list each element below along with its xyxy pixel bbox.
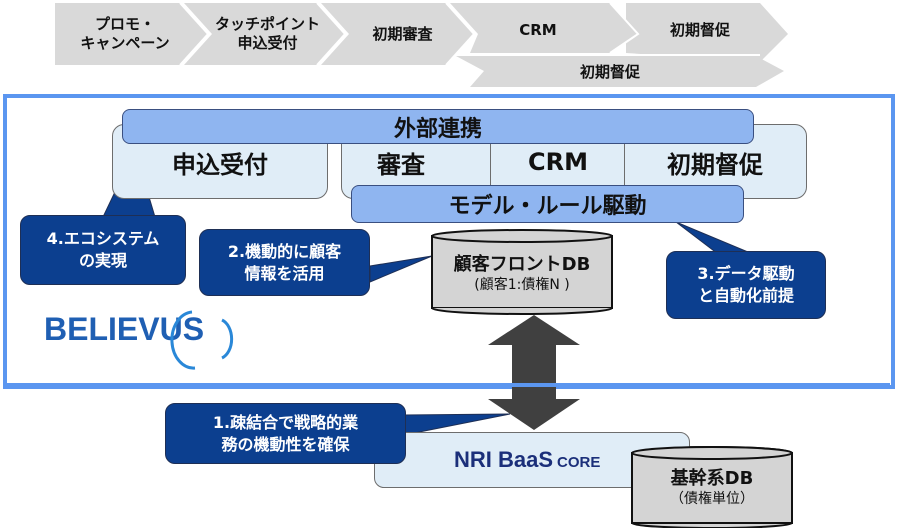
external-integration-bar: 外部連携 bbox=[122, 109, 754, 144]
callout-data-driven: 3.データ駆動 と自動化前提 bbox=[666, 251, 826, 319]
step-initial-dunning-lower: 初期督促 bbox=[579, 62, 640, 81]
platform-frame bbox=[3, 94, 895, 389]
func-label-application: 申込受付 bbox=[172, 150, 268, 179]
chevron-initial-review bbox=[321, 3, 474, 65]
customer-db-subtitle: (顧客1:債権N ) bbox=[474, 277, 570, 293]
func-label-review: 審査 bbox=[377, 150, 425, 179]
customer-front-db: 顧客フロントDB (顧客1:債権N ) bbox=[432, 244, 612, 304]
callout-loose-coupling: 1.疎結合で戦略的業 務の機動性を確保 bbox=[165, 403, 406, 464]
func-label-dunning: 初期督促 bbox=[667, 150, 763, 179]
believus-logo: BELIEVUS bbox=[44, 311, 204, 348]
chevron-promo bbox=[55, 3, 208, 65]
core-db-title: 基幹系DB bbox=[670, 468, 754, 489]
step-touchpoint: タッチポイント 申込受付 bbox=[214, 15, 320, 52]
step-initial-dunning: 初期督促 bbox=[669, 20, 730, 39]
chevron-touchpoint bbox=[184, 3, 345, 65]
func-label-crm: CRM bbox=[528, 148, 588, 176]
callout-customer-info: 2.機動的に顧客 情報を活用 bbox=[199, 229, 370, 296]
core-text: CORE bbox=[557, 454, 601, 471]
believus-logo-text: BELIEVUS bbox=[44, 311, 205, 347]
core-db-subtitle: （債権単位） bbox=[670, 491, 754, 507]
model-rule-driven-bar: モデル・ルール駆動 bbox=[351, 185, 744, 223]
chevron-initial-dunning-top bbox=[626, 3, 788, 62]
chevron-crm bbox=[450, 3, 638, 53]
nri-baas-text: NRI BaaS bbox=[454, 447, 554, 472]
chevron-initial-dunning-bottom bbox=[456, 56, 784, 87]
step-crm: CRM bbox=[519, 20, 557, 39]
callout-2-tail bbox=[369, 255, 433, 283]
step-promo-campaign: プロモ・ キャンペーン bbox=[80, 15, 170, 52]
core-system-db: 基幹系DB （債権単位） bbox=[632, 460, 792, 516]
customer-db-title: 顧客フロントDB bbox=[453, 254, 591, 275]
callout-ecosystem: 4.エコシステム の実現 bbox=[20, 215, 186, 285]
customer-db-cylinder bbox=[431, 229, 613, 315]
step-initial-review: 初期審査 bbox=[372, 24, 433, 43]
